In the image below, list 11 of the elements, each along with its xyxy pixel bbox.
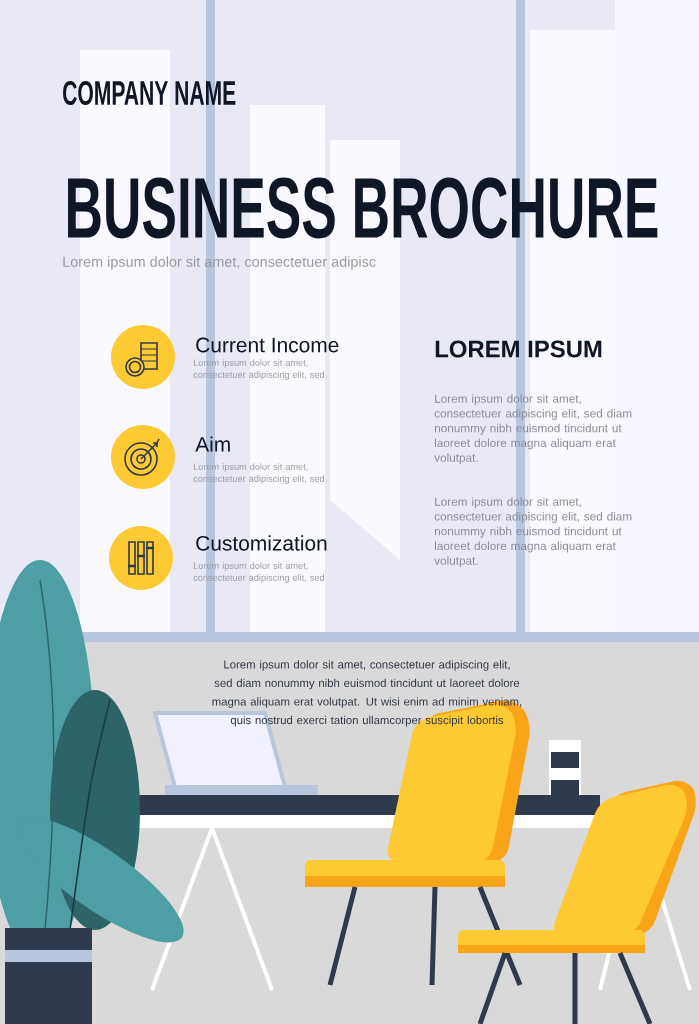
feature-title: Customization [196,535,327,551]
feature-title: Aim [195,436,230,452]
title: BUSINESS BROCHURE [68,177,658,239]
company-name: COMPANY NAME [63,80,236,106]
feature-description: Lorem ipsum dolor sit amet, consectetuer adipiscing elit, sed [193,562,325,583]
section-heading: LOREM IPSUM [435,340,602,358]
subtitle: Lorem ipsum dolor sit amet, consectetuer adipisc [63,256,376,270]
feature-title: Current Income [196,337,339,353]
feature-description: Lorem ipsum dolor sit amet, consectetuer adipiscing elit, sed [193,463,325,484]
feature-description: Lorem ipsum dolor sit amet, consectetuer adipiscing elit, sed [193,359,325,380]
paragraph: Lorem ipsum dolor sit amet, consectetuer adipiscing elit, sed diam nonummy nibh euismod tincidunt ut laoreet dolore magna aliquam erat volutpat. Ut wisi enim ad minim veniam, quis nostrud exerci tation ullamcorper suscipit lobortis [212,660,522,727]
